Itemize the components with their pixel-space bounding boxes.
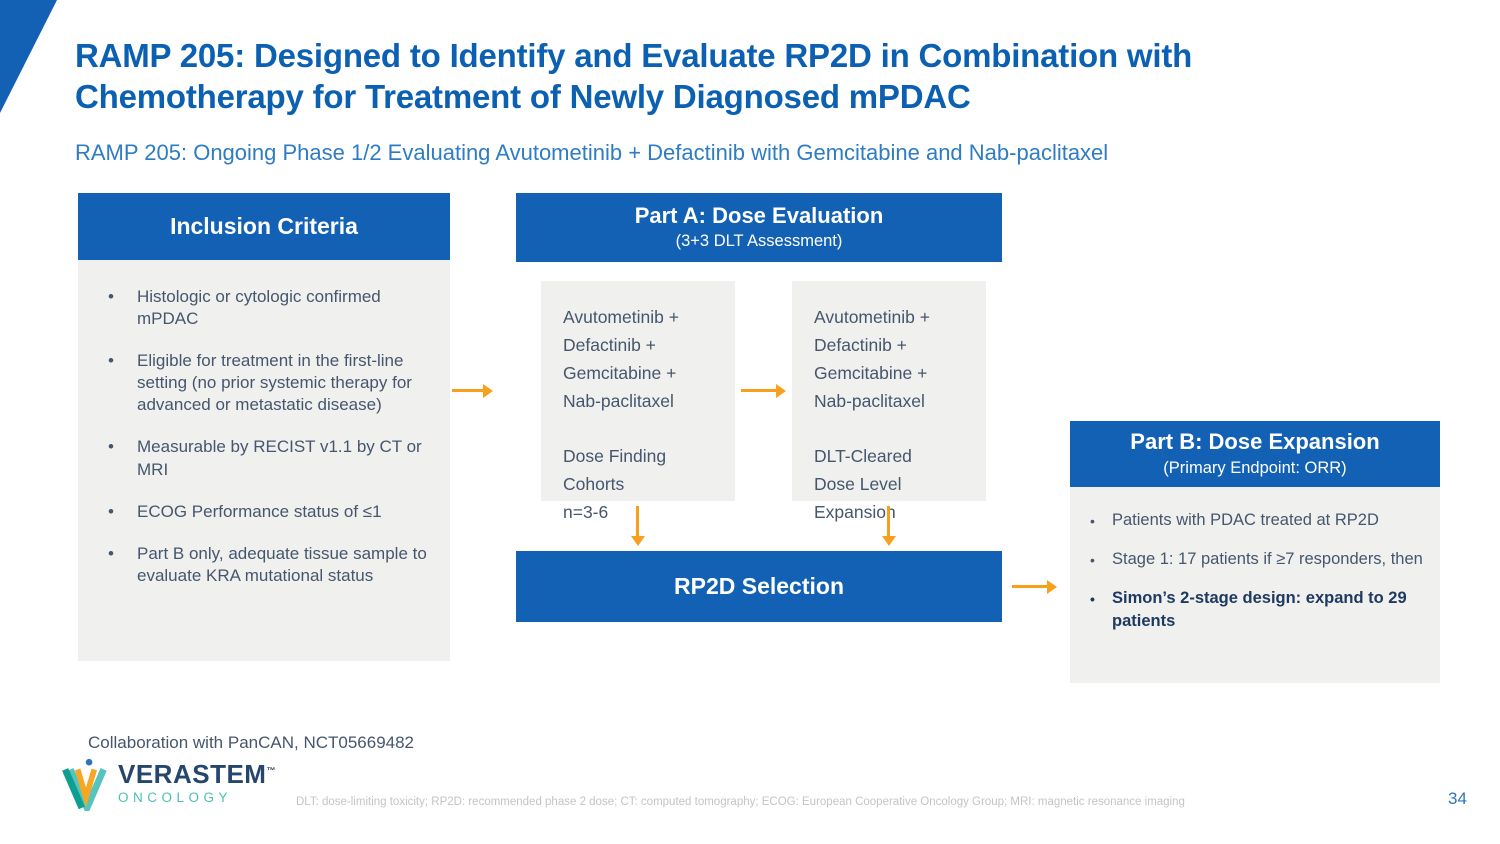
collaboration-note: Collaboration with PanCAN, NCT05669482	[88, 733, 415, 752]
list-item: Simon’s 2-stage design: expand to 29 pat…	[1090, 587, 1430, 635]
regimen-text: Avutometinib + Defactinib + Gemcitabine …	[563, 307, 679, 411]
verastem-oncology-word: ONCOLOGY	[118, 790, 233, 805]
rp2d-selection-box: RP2D Selection	[516, 551, 1002, 622]
part-b-title: Part B: Dose Expansion	[1130, 429, 1380, 455]
arrow-down-icon	[636, 506, 639, 537]
arrow-right-icon	[741, 389, 777, 392]
part-a-title: Part A: Dose Evaluation	[634, 202, 884, 228]
expansion-detail-text: DLT-Cleared Dose Level Expansion	[814, 446, 912, 522]
arrow-right-icon	[1012, 585, 1048, 588]
dose-finding-cohorts-box: Avutometinib + Defactinib + Gemcitabine …	[541, 281, 735, 522]
brand-word: VERASTEM	[118, 759, 267, 789]
dlt-cleared-expansion-box: Avutometinib + Defactinib + Gemcitabine …	[792, 281, 986, 522]
list-item: ECOG Performance status of ≤1	[106, 501, 434, 523]
abbreviations-footnote: DLT: dose-limiting toxicity; RP2D: recom…	[296, 796, 1185, 808]
verastem-logo: VERASTEM™ ONCOLOGY	[62, 757, 276, 811]
corner-accent-shape	[0, 0, 57, 113]
list-item: Measurable by RECIST v1.1 by CT or MRI	[106, 436, 434, 480]
trademark-symbol: ™	[266, 765, 276, 776]
inclusion-criteria-title: Inclusion Criteria	[170, 212, 358, 239]
part-a-header: Part A: Dose Evaluation (3+3 DLT Assessm…	[516, 193, 1002, 262]
inclusion-criteria-header: Inclusion Criteria	[78, 193, 450, 260]
list-item: Stage 1: 17 patients if ≥7 responders, t…	[1090, 548, 1430, 572]
part-b-list: Patients with PDAC treated at RP2D Stage…	[1070, 487, 1440, 634]
list-item: Histologic or cytologic confirmed mPDAC	[106, 286, 434, 330]
part-b-header: Part B: Dose Expansion (Primary Endpoint…	[1070, 421, 1440, 487]
slide-subtitle: RAMP 205: Ongoing Phase 1/2 Evaluating A…	[75, 140, 1109, 165]
regimen-text: Avutometinib + Defactinib + Gemcitabine …	[814, 307, 930, 411]
rp2d-selection-label: RP2D Selection	[674, 572, 844, 599]
verastem-logo-text: VERASTEM™ ONCOLOGY	[118, 757, 276, 805]
part-b-subtitle: (Primary Endpoint: ORR)	[1163, 458, 1347, 477]
part-a-subtitle: (3+3 DLT Assessment)	[675, 232, 843, 251]
list-item: Patients with PDAC treated at RP2D	[1090, 509, 1430, 533]
list-item: Eligible for treatment in the first-line…	[106, 350, 434, 416]
page-title: RAMP 205: Designed to Identify and Evalu…	[75, 37, 1193, 115]
inclusion-criteria-list: Histologic or cytologic confirmed mPDAC …	[78, 260, 450, 587]
arrow-down-icon	[887, 506, 890, 537]
arrow-right-icon	[452, 389, 484, 392]
cohort-detail-text: Dose Finding Cohorts n=3-6	[563, 446, 667, 522]
page-number: 34	[1448, 789, 1467, 808]
verastem-logo-icon	[62, 758, 107, 811]
inclusion-criteria-panel: Histologic or cytologic confirmed mPDAC …	[78, 260, 450, 661]
part-b-panel: Patients with PDAC treated at RP2D Stage…	[1070, 487, 1440, 683]
verastem-brand-name: VERASTEM™	[118, 761, 276, 787]
list-item: Part B only, adequate tissue sample to e…	[106, 543, 434, 587]
